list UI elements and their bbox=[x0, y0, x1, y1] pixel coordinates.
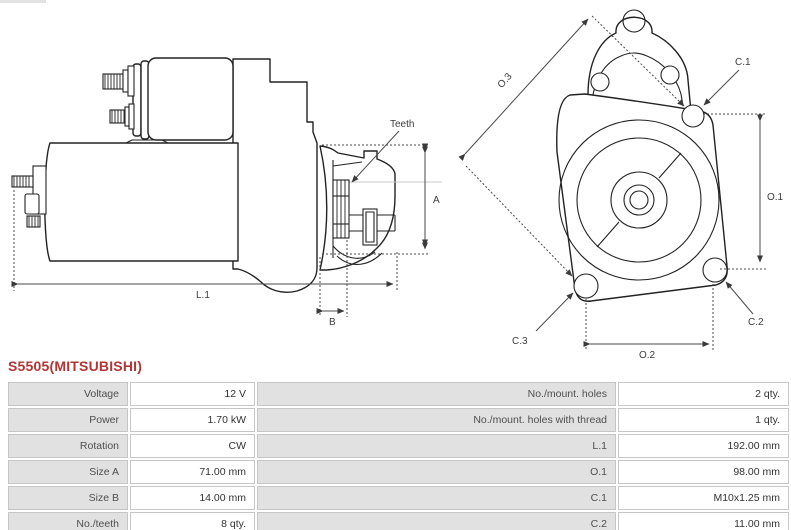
starter-side-view: A L.1 B Teeth bbox=[11, 57, 442, 328]
drive-end-housing bbox=[319, 145, 396, 271]
spec-value: 14.00 mm bbox=[130, 486, 255, 510]
pinion-shaft bbox=[349, 208, 396, 246]
spec-label: Size A bbox=[8, 460, 128, 484]
solenoid bbox=[132, 57, 234, 141]
dim-l1-label: L.1 bbox=[196, 290, 210, 301]
spec-label: C.2 bbox=[257, 512, 616, 530]
dim-c1-label: C.1 bbox=[735, 57, 751, 68]
spec-value: 12 V bbox=[130, 382, 255, 406]
starter-front-view: O.3 C.1 O.1 C.2 C.3 bbox=[458, 9, 784, 361]
hole-c2 bbox=[702, 257, 728, 283]
spec-label: No./mount. holes with thread bbox=[257, 408, 616, 432]
spec-label: O.1 bbox=[257, 460, 616, 484]
spec-value: 98.00 mm bbox=[618, 460, 789, 484]
flange-circles bbox=[558, 119, 720, 281]
spec-label: Voltage bbox=[8, 382, 128, 406]
mounting-flange bbox=[556, 93, 728, 302]
spec-table: Voltage 12 V No./mount. holes 2 qty. Pow… bbox=[6, 380, 791, 530]
hole-c1 bbox=[681, 104, 705, 128]
spec-row: No./teeth 8 qty. C.2 11.00 mm bbox=[8, 512, 789, 530]
dim-c1: C.1 bbox=[703, 57, 751, 106]
spec-label: No./teeth bbox=[8, 512, 128, 530]
left-lower-stud bbox=[26, 215, 41, 228]
dim-l1: L.1 bbox=[11, 190, 398, 301]
dim-o1: O.1 bbox=[703, 113, 784, 270]
spec-value: 11.00 mm bbox=[618, 512, 789, 530]
spec-label: C.1 bbox=[257, 486, 616, 510]
teeth-label: Teeth bbox=[390, 119, 414, 130]
spec-label: No./mount. holes bbox=[257, 382, 616, 406]
spec-row: Voltage 12 V No./mount. holes 2 qty. bbox=[8, 382, 789, 406]
spec-value: 1.70 kW bbox=[130, 408, 255, 432]
teeth-callout: Teeth bbox=[351, 119, 414, 183]
spec-label: Power bbox=[8, 408, 128, 432]
spec-row: Power 1.70 kW No./mount. holes with thre… bbox=[8, 408, 789, 432]
screen-edge-artifact bbox=[0, 0, 46, 3]
dim-c3: C.3 bbox=[512, 292, 574, 347]
dim-a: A bbox=[322, 143, 440, 255]
spec-value: M10x1.25 mm bbox=[618, 486, 789, 510]
spec-row: Size B 14.00 mm C.1 M10x1.25 mm bbox=[8, 486, 789, 510]
dim-c3-label: C.3 bbox=[512, 336, 528, 347]
spec-value: 192.00 mm bbox=[618, 434, 789, 458]
spec-value: 8 qty. bbox=[130, 512, 255, 530]
spec-label: L.1 bbox=[257, 434, 616, 458]
terminal-stud-upper bbox=[102, 65, 135, 97]
terminal-stud-lower bbox=[109, 103, 135, 130]
spec-value: CW bbox=[130, 434, 255, 458]
pinion-gear bbox=[332, 179, 350, 239]
dim-o2: O.2 bbox=[583, 284, 714, 361]
spec-value: 1 qty. bbox=[618, 408, 789, 432]
spec-label: Size B bbox=[8, 486, 128, 510]
dim-c2: C.2 bbox=[725, 281, 764, 328]
dim-o3-label: O.3 bbox=[496, 71, 515, 91]
spec-row: Size A 71.00 mm O.1 98.00 mm bbox=[8, 460, 789, 484]
hole-c3 bbox=[573, 273, 599, 299]
dim-a-label: A bbox=[433, 195, 440, 206]
spec-label: Rotation bbox=[8, 434, 128, 458]
dim-b-label: B bbox=[329, 317, 336, 328]
dim-o1-label: O.1 bbox=[767, 192, 784, 203]
dim-b: B bbox=[316, 240, 348, 328]
dim-c2-label: C.2 bbox=[748, 317, 764, 328]
spec-row: Rotation CW L.1 192.00 mm bbox=[8, 434, 789, 458]
left-terminal-stud bbox=[11, 175, 34, 188]
dim-o2-label: O.2 bbox=[639, 350, 656, 361]
spec-value: 2 qty. bbox=[618, 382, 789, 406]
part-number-title: S5505(MITSUBISHI) bbox=[8, 358, 143, 374]
technical-drawing: A L.1 B Teeth bbox=[11, 9, 784, 361]
spec-value: 71.00 mm bbox=[130, 460, 255, 484]
